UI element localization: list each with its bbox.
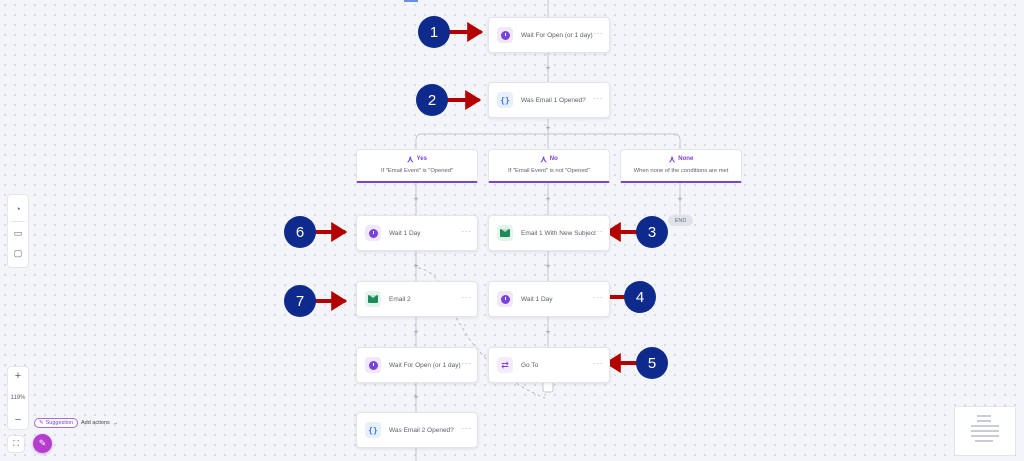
comment-icon[interactable]: ▭ xyxy=(13,227,23,238)
workflow-node-wait-for-open[interactable]: Wait For Open (or 1 day) ··· xyxy=(356,347,478,383)
add-step-button[interactable]: + xyxy=(545,63,551,73)
add-step-button[interactable]: + xyxy=(545,327,551,337)
workflow-node-wait-1-day[interactable]: Wait 1 Day ··· xyxy=(356,215,478,251)
minimap-node xyxy=(971,425,999,427)
more-options-icon[interactable]: ··· xyxy=(593,94,603,103)
more-options-icon[interactable]: ··· xyxy=(461,424,471,433)
node-label: Wait For Open (or 1 day) xyxy=(389,361,461,369)
callout-5: 5 xyxy=(636,347,668,379)
divider xyxy=(11,220,25,222)
more-options-icon[interactable]: ··· xyxy=(593,227,603,236)
branch-condition: If "Email Event" is "Opened" xyxy=(380,168,454,174)
more-options-icon[interactable]: ··· xyxy=(461,293,471,302)
minimap[interactable] xyxy=(954,406,1016,456)
workflow-node-wait-for-open[interactable]: Wait For Open (or 1 day) ··· xyxy=(488,17,610,53)
more-options-icon[interactable]: ··· xyxy=(593,359,603,368)
branch-condition: When none of the conditions are met xyxy=(633,168,729,174)
goto-icon: ⇄ xyxy=(497,357,513,373)
minimap-node xyxy=(971,435,999,437)
add-step-button[interactable]: + xyxy=(413,194,419,204)
suggestion-label: Suggestion xyxy=(45,420,74,426)
node-label: Was Email 2 Opened? xyxy=(389,426,454,434)
add-step-button[interactable]: + xyxy=(545,123,551,133)
node-label: Go To xyxy=(521,361,539,369)
minimap-node xyxy=(975,440,993,442)
workflow-node-condition[interactable]: {} Was Email 2 Opened? ··· xyxy=(356,412,478,448)
branch-icon: ⋏ xyxy=(407,154,414,164)
zoom-in-button[interactable]: + xyxy=(14,370,22,382)
more-options-icon[interactable]: ··· xyxy=(593,29,603,38)
condition-icon: {} xyxy=(365,422,381,438)
minimap-node xyxy=(971,430,999,432)
ai-assist-button[interactable]: ✎ xyxy=(33,434,52,453)
branch-icon: ⋏ xyxy=(540,154,547,164)
add-actions-label: Add actions xyxy=(81,420,110,426)
branch-title: None xyxy=(678,156,694,162)
sticky-note-icon[interactable]: ▢ xyxy=(13,247,23,258)
canvas-toolbar: ◔ ▭ ▢ xyxy=(7,194,29,268)
add-step-button[interactable]: + xyxy=(413,392,419,402)
branch-yes[interactable]: ⋏Yes If "Email Event" is "Opened" xyxy=(356,149,478,183)
branch-condition: If "Email Event" is not "Opened" xyxy=(508,168,590,174)
suggestion-chip[interactable]: ✎ Suggestion xyxy=(34,418,79,428)
clock-icon xyxy=(497,27,513,43)
condition-icon: {} xyxy=(497,92,513,108)
callout-1: 1 xyxy=(418,16,450,48)
more-options-icon[interactable]: ··· xyxy=(461,359,471,368)
wand-icon: ✎ xyxy=(39,420,44,426)
workflow-node-email-2[interactable]: Email 2 ··· xyxy=(356,281,478,317)
workflow-node-go-to[interactable]: ⇄ Go To ··· xyxy=(488,347,610,383)
add-step-button[interactable]: + xyxy=(677,194,683,204)
add-step-button[interactable]: + xyxy=(413,327,419,337)
callout-2: 2 xyxy=(416,84,448,116)
workflow-node-condition[interactable]: {} Was Email 1 Opened? ··· xyxy=(488,82,610,118)
more-options-icon[interactable]: ··· xyxy=(593,293,603,302)
callout-7: 7 xyxy=(284,285,316,317)
clock-icon xyxy=(365,357,381,373)
node-label: Was Email 1 Opened? xyxy=(521,96,586,104)
history-icon[interactable]: ◔ xyxy=(15,203,21,214)
fit-view-icon[interactable]: ⛶ xyxy=(7,435,25,453)
callout-4: 4 xyxy=(624,281,656,313)
clock-icon xyxy=(365,225,381,241)
more-options-icon[interactable]: ··· xyxy=(461,227,471,236)
top-selection-marker xyxy=(404,0,418,2)
node-label: Email 2 xyxy=(389,295,411,303)
workflow-node-email-new-subject[interactable]: Email 1 With New Subject ··· xyxy=(488,215,610,251)
branch-no[interactable]: ⋏No If "Email Event" is not "Opened" xyxy=(488,149,610,183)
zoom-controls: + 119% − xyxy=(7,366,29,430)
zoom-level: 119% xyxy=(10,395,26,401)
workflow-node-wait-1-day[interactable]: Wait 1 Day ··· xyxy=(488,281,610,317)
branch-title: Yes xyxy=(416,156,427,162)
email-icon xyxy=(365,291,381,307)
branch-none[interactable]: ⋏None When none of the conditions are me… xyxy=(620,149,742,183)
callout-3: 3 xyxy=(636,216,668,248)
end-badge: END xyxy=(668,215,693,226)
goto-target-marker xyxy=(542,381,554,393)
node-label: Email 1 With New Subject xyxy=(521,229,596,237)
minimap-node xyxy=(977,420,991,422)
node-label: Wait 1 Day xyxy=(389,229,421,237)
minimap-node xyxy=(977,415,991,417)
add-actions-link[interactable]: Add actions → xyxy=(81,418,118,428)
branch-icon: ⋏ xyxy=(668,154,676,164)
add-step-button[interactable]: + xyxy=(545,261,551,271)
clock-icon xyxy=(497,291,513,307)
callout-6: 6 xyxy=(284,216,316,248)
arrow-right-icon: → xyxy=(112,420,119,426)
node-label: Wait 1 Day xyxy=(521,295,553,303)
branch-title: No xyxy=(549,156,558,162)
node-label: Wait For Open (or 1 day) xyxy=(521,31,593,39)
add-step-button[interactable]: + xyxy=(413,261,419,271)
email-icon xyxy=(497,225,513,241)
add-step-button[interactable]: + xyxy=(545,194,551,204)
zoom-out-button[interactable]: − xyxy=(14,414,22,426)
